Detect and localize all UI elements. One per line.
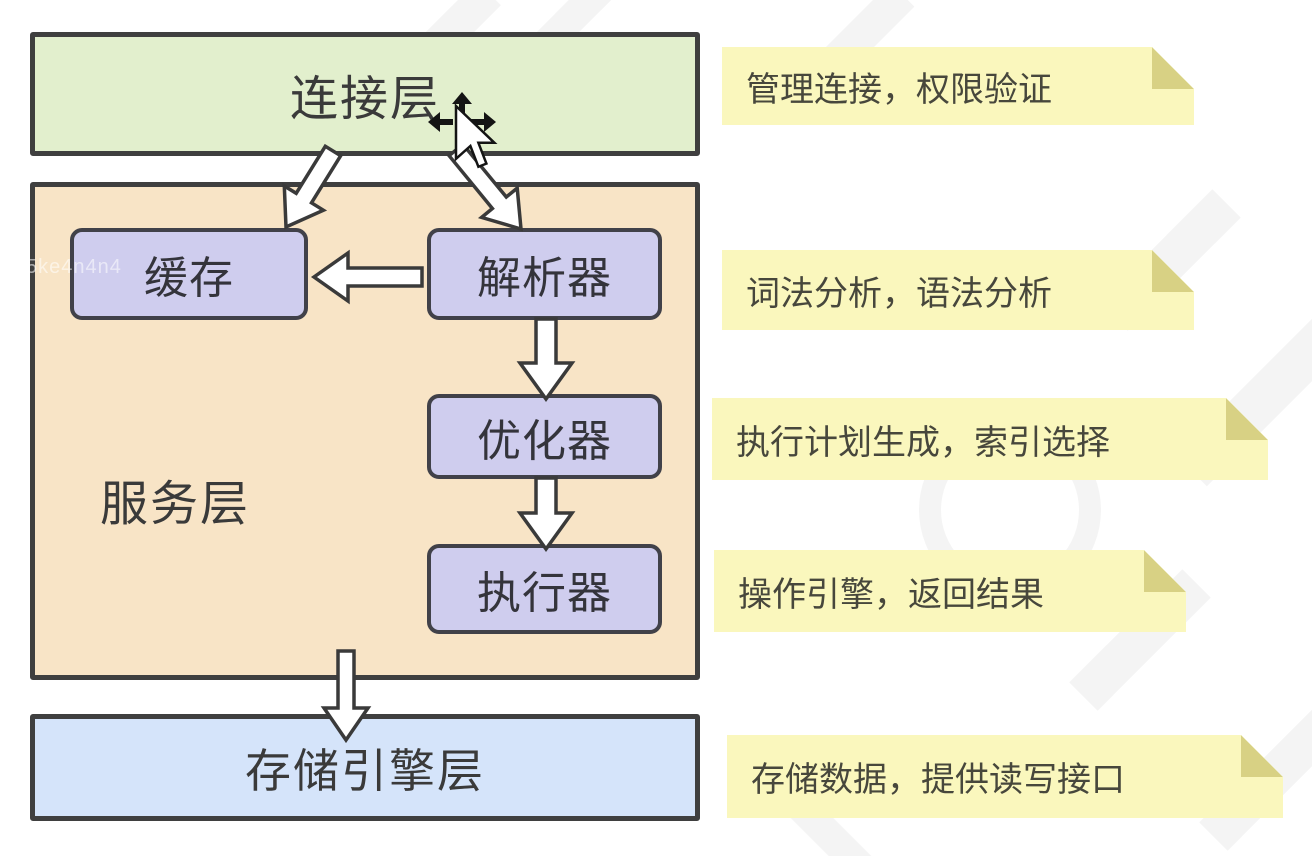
watermark-id-text: 5ke4n4n4 [26,256,122,278]
optimizer-component-box: 优化器 [427,394,662,479]
sticky-note-storage: 存储数据，提供读写接口 [727,735,1283,818]
connection-layer-box: 连接层 [30,32,700,156]
service-layer-label: 服务层 [100,478,251,531]
sticky-note-text: 执行计划生成，索引选择 [736,423,1110,462]
storage-layer-box: 存储引擎层 [30,714,700,821]
sticky-note-text: 操作引擎，返回结果 [738,575,1044,614]
parser-component-box: 解析器 [427,228,662,320]
executor-component-box: 执行器 [427,544,662,634]
sticky-note-parser: 词法分析，语法分析 [722,250,1194,330]
sticky-note-text: 词法分析，语法分析 [746,274,1052,313]
executor-label: 执行器 [477,569,612,618]
parser-label: 解析器 [477,254,612,303]
cache-component-box: 缓存 [70,228,308,320]
sticky-note-text: 存储数据，提供读写接口 [751,761,1125,799]
optimizer-label: 优化器 [477,416,612,466]
cache-label: 缓存 [144,254,234,303]
sticky-note-executor: 操作引擎，返回结果 [714,550,1186,632]
sticky-note-connection: 管理连接，权限验证 [722,47,1194,125]
sticky-note-optimizer: 执行计划生成，索引选择 [712,398,1268,480]
connection-layer-label: 连接层 [289,73,440,126]
storage-layer-label: 存储引擎层 [245,744,485,797]
sticky-note-text: 管理连接，权限验证 [746,70,1052,109]
